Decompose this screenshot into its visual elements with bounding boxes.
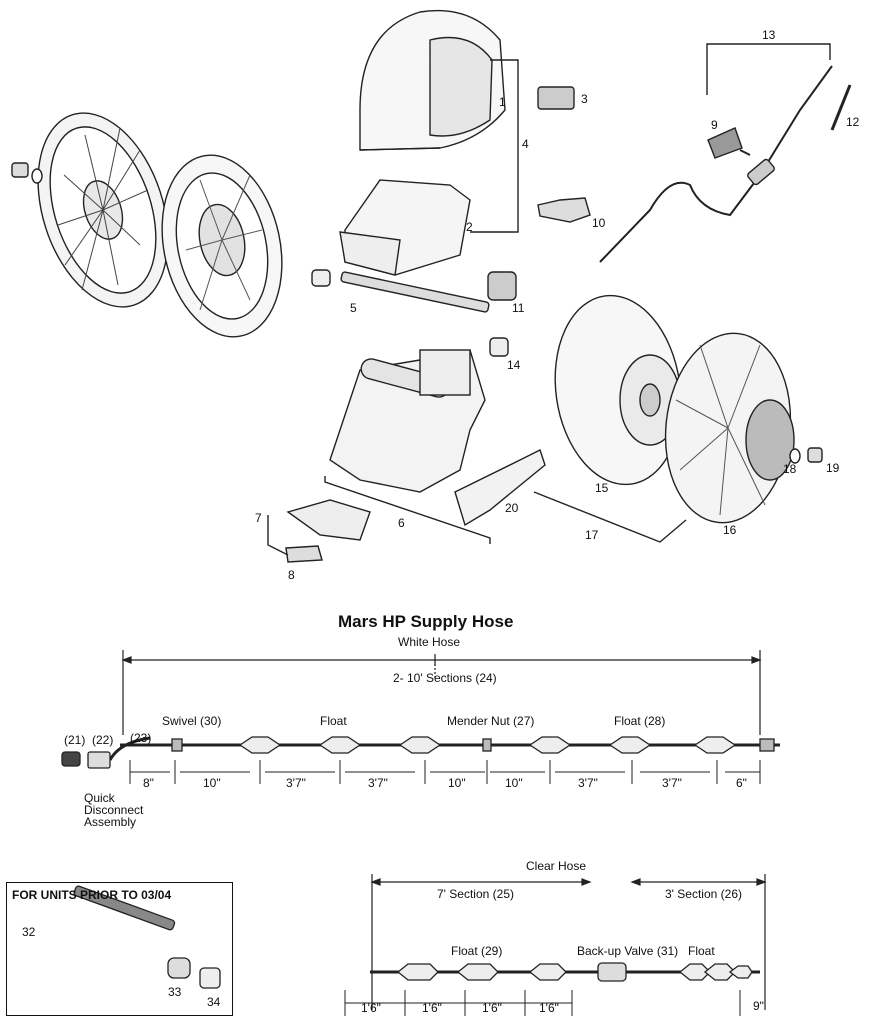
clear-dim-4: 1'6" bbox=[539, 1001, 559, 1015]
part-label-16: 16 bbox=[723, 523, 737, 537]
part-label-33: 33 bbox=[168, 985, 182, 999]
clear-dim-1: 1'6" bbox=[361, 1001, 381, 1015]
part-label-11: 11 bbox=[512, 301, 525, 315]
hood-part-1 bbox=[359, 9, 506, 151]
supply-dim-3: 3'7" bbox=[286, 776, 306, 790]
part-label-19: 19 bbox=[826, 461, 840, 475]
float-29-label: Float (29) bbox=[451, 944, 503, 958]
supply-dim-6: 10" bbox=[505, 776, 523, 790]
part-label-34: 34 bbox=[207, 995, 221, 1009]
part-label-7: 7 bbox=[255, 511, 262, 525]
part-label-20: 20 bbox=[505, 501, 519, 515]
quick-disconnect-line3: Assembly bbox=[84, 815, 137, 829]
section-26-label: 3' Section (26) bbox=[665, 887, 742, 901]
part-label-3: 3 bbox=[581, 92, 588, 106]
quick-disconnect-line2: Disconnect bbox=[84, 803, 144, 817]
clear-hose-title: Clear Hose bbox=[526, 859, 587, 873]
part-label-9: 9 bbox=[711, 118, 718, 132]
clear-dim-3: 1'6" bbox=[482, 1001, 502, 1015]
quick-disconnect-line1: Quick bbox=[84, 791, 115, 805]
part-label-5: 5 bbox=[350, 301, 357, 315]
part-label-14: 14 bbox=[507, 358, 521, 372]
frame-part-6 bbox=[329, 349, 486, 493]
supply-hose-title: Mars HP Supply Hose bbox=[338, 612, 514, 631]
clear-dim-2: 1'6" bbox=[422, 1001, 442, 1015]
supply-dim-4: 3'7" bbox=[368, 776, 388, 790]
part-label-18: 18 bbox=[783, 462, 797, 476]
part-label-22: (22) bbox=[92, 733, 114, 747]
sections-24-label: 2- 10' Sections (24) bbox=[393, 671, 497, 685]
prior-units-box bbox=[6, 882, 233, 1016]
clear-dim-5: 9" bbox=[753, 999, 764, 1013]
part-label-10: 10 bbox=[592, 216, 606, 230]
body-part-2 bbox=[339, 179, 471, 276]
section-25-label: 7' Section (25) bbox=[437, 887, 514, 901]
backup-valve-label: Back-up Valve (31) bbox=[577, 944, 679, 958]
part-label-32: 32 bbox=[22, 925, 36, 939]
part-label-6: 6 bbox=[398, 516, 405, 530]
white-hose-label: White Hose bbox=[398, 635, 461, 649]
part-label-23: (23) bbox=[130, 731, 152, 745]
part-label-2: 2 bbox=[466, 220, 473, 234]
part-label-8: 8 bbox=[288, 568, 295, 582]
left-wheel-tire bbox=[161, 154, 283, 338]
supply-dim-1: 8" bbox=[143, 776, 154, 790]
mender-nut-label: Mender Nut (27) bbox=[447, 714, 535, 728]
float-28-label: Float (28) bbox=[614, 714, 666, 728]
part-label-1: 1 bbox=[499, 95, 506, 109]
float-label-a: Float bbox=[320, 714, 347, 728]
supply-dim-7: 3'7" bbox=[578, 776, 598, 790]
supply-dim-8: 3'7" bbox=[662, 776, 682, 790]
swivel-label: Swivel (30) bbox=[162, 714, 222, 728]
prior-units-title: FOR UNITS PRIOR TO 03/04 bbox=[12, 888, 172, 902]
part-label-12: 12 bbox=[846, 115, 860, 129]
part-label-13: 13 bbox=[762, 28, 776, 42]
supply-dim-2: 10" bbox=[203, 776, 221, 790]
part-label-4: 4 bbox=[522, 137, 529, 151]
float-clear-label: Float bbox=[688, 944, 715, 958]
right-wheel-tire bbox=[554, 294, 682, 486]
part-label-21: (21) bbox=[64, 733, 86, 747]
supply-dim-5: 10" bbox=[448, 776, 466, 790]
part-label-17: 17 bbox=[585, 528, 599, 542]
supply-dim-9: 6" bbox=[736, 776, 747, 790]
part-label-15: 15 bbox=[595, 481, 609, 495]
right-wheel-rim bbox=[664, 332, 795, 524]
left-wheel-rim bbox=[37, 112, 169, 308]
